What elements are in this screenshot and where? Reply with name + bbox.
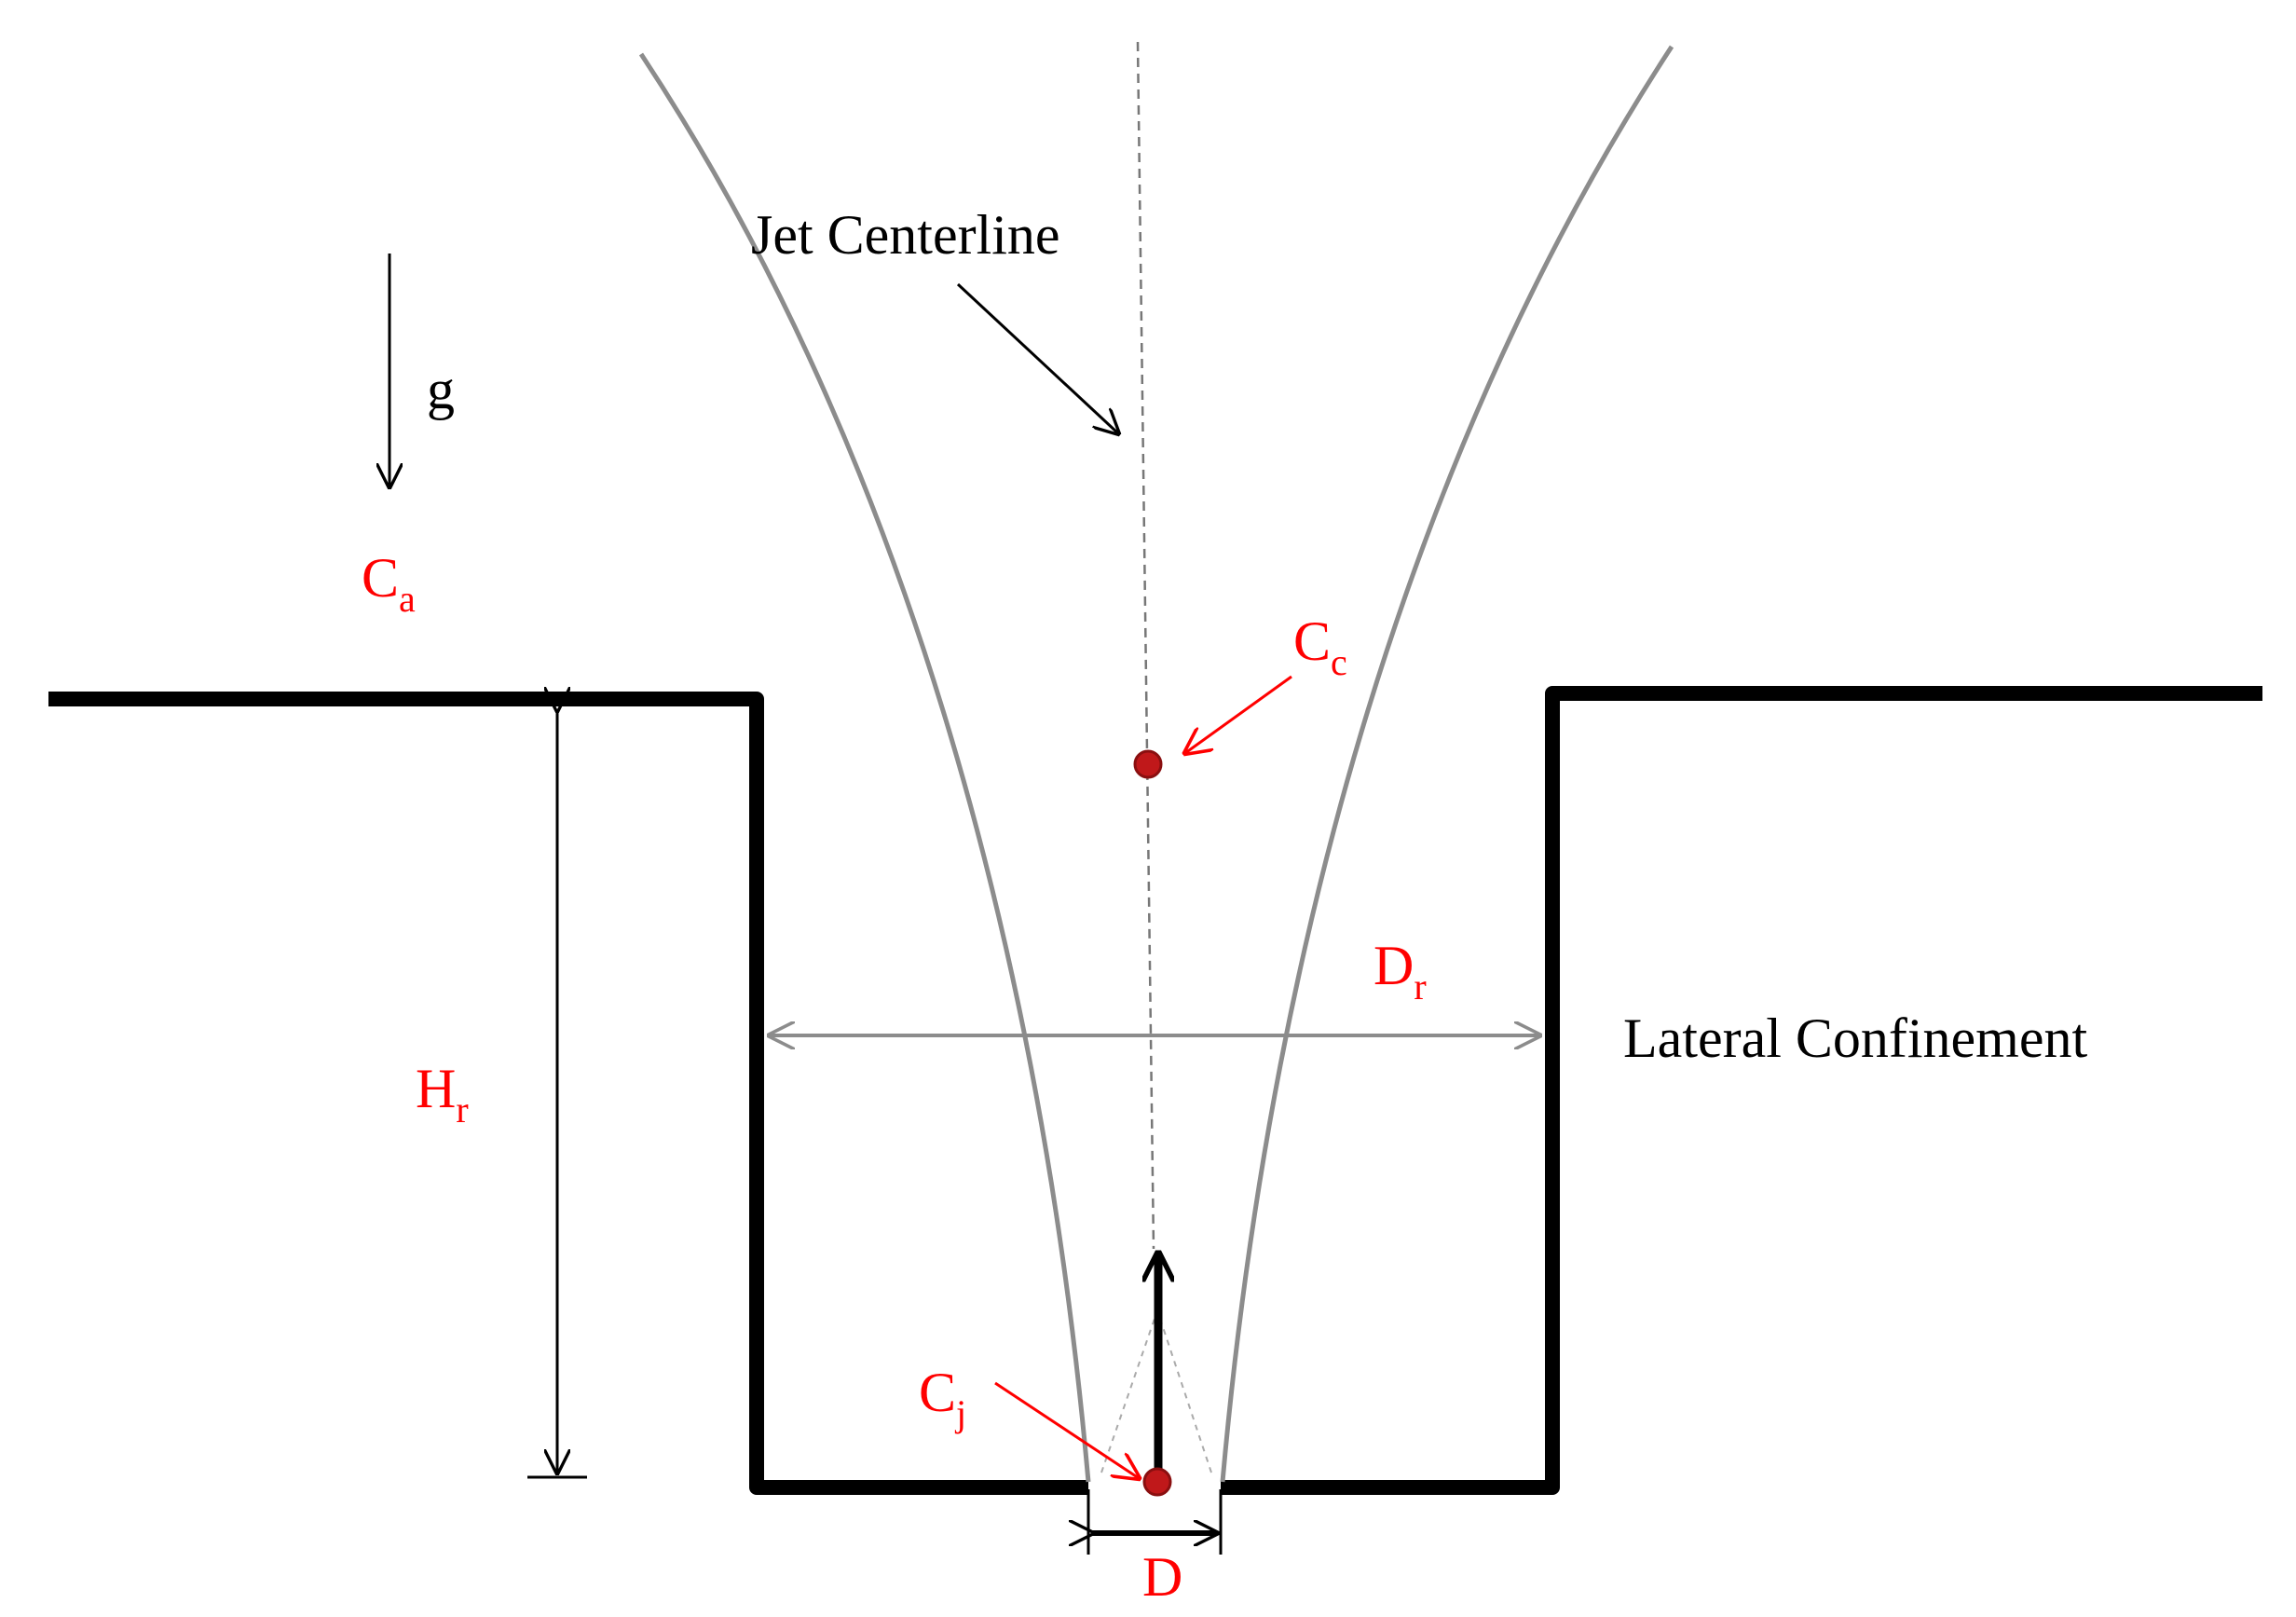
- centerline-pointer-arrow: [956, 282, 1118, 433]
- confinement-height-label: Hr: [416, 1058, 469, 1131]
- jet-centerline: [1136, 41, 1155, 1250]
- jet-boundary-right: [1220, 45, 1674, 1483]
- centerline-sample-point: [1133, 749, 1163, 779]
- jet-sample-point: [1142, 1467, 1172, 1497]
- centerline-conc-pointer: [1185, 675, 1292, 753]
- ambient-concentration-label: Ca: [362, 547, 416, 620]
- centerline-concentration-label: Cc: [1293, 610, 1347, 683]
- nozzle-diameter-label: D: [1142, 1546, 1182, 1608]
- nozzle-cone-right: [1158, 1315, 1212, 1473]
- jet-centerline-label: Jet Centerline: [751, 204, 1060, 266]
- jet-boundary-left: [638, 52, 1091, 1483]
- gravity-label: g: [427, 359, 455, 420]
- lateral-confinement-label: Lateral Confinement: [1623, 1007, 2087, 1069]
- confinement-wall-right: [1221, 686, 2262, 1495]
- confinement-diameter-label: Dr: [1374, 935, 1427, 1007]
- nozzle-cone-left: [1100, 1315, 1156, 1473]
- jet-concentration-label: Cj: [919, 1362, 966, 1434]
- jet-conc-pointer: [994, 1381, 1139, 1478]
- confinement-wall-left: [48, 692, 1088, 1495]
